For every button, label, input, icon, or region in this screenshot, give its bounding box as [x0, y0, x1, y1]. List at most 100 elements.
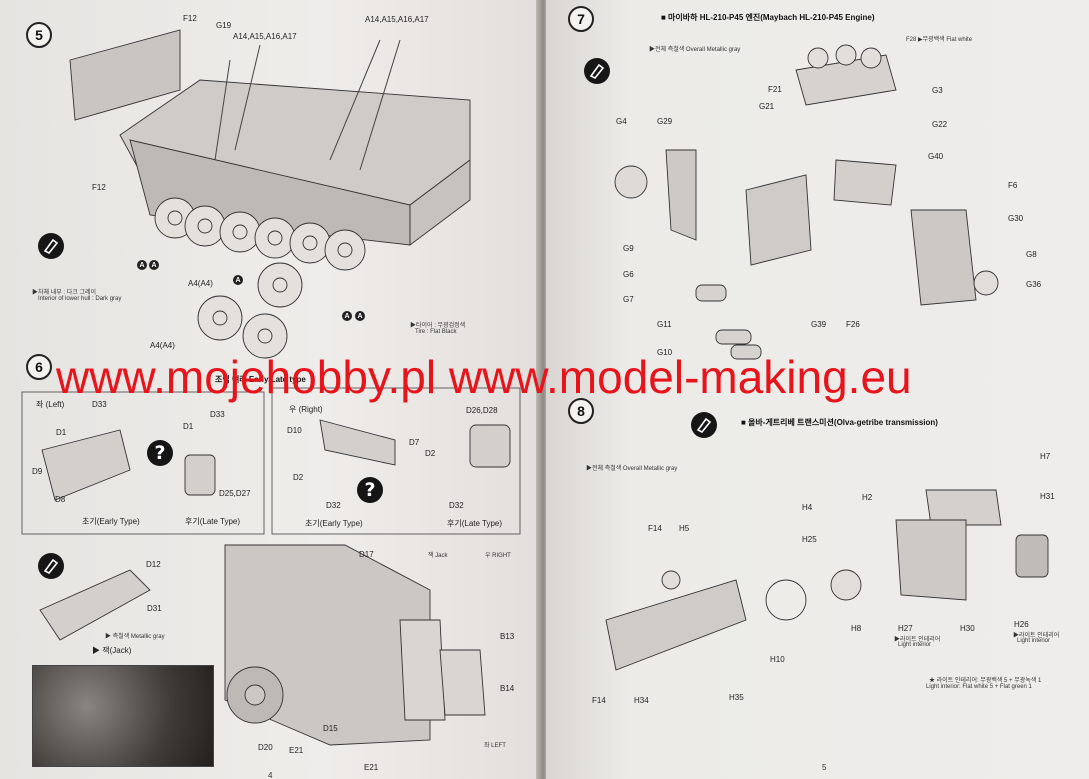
step-6-number: 6 — [26, 354, 52, 380]
label-d2: D2 — [293, 473, 304, 482]
label-d32: D32 — [326, 501, 341, 510]
label-g21: G21 — [759, 102, 775, 111]
label-d7: D7 — [409, 438, 420, 447]
part-a-mark: A — [137, 260, 147, 270]
paint-icon — [38, 553, 64, 579]
right-page-number: 5 — [822, 763, 827, 772]
label-d32-late: D32 — [449, 501, 464, 510]
label-left: 좌 LEFT — [484, 743, 506, 749]
left-page-drawings — [21, 29, 521, 746]
label-f12-side: F12 — [92, 183, 106, 192]
step-8-number: 8 — [568, 398, 594, 424]
left-page: 5 F12 G19 A14,A15,A16,A17 A14,A15,A16,A1… — [0, 0, 540, 779]
label-g6: G6 — [623, 270, 634, 279]
paint-icon — [691, 412, 717, 438]
left-box-side: 좌 (Left) — [36, 400, 65, 409]
label-g9: G9 — [623, 244, 634, 253]
label-d12: D12 — [146, 560, 161, 569]
label-d2-late: D2 — [425, 449, 436, 458]
label-h8: H8 — [851, 624, 862, 633]
left-box-early: 초기(Early Type) — [82, 517, 140, 526]
tire-note-ko: ▶타이어 : 무광검정색 — [410, 323, 466, 329]
label-d1-late: D1 — [183, 422, 194, 431]
label-b14: B14 — [500, 684, 515, 693]
part-a-mark: A — [342, 311, 352, 321]
paint-note-ko: ▶차체 내부 : 다크 그레이 — [32, 290, 97, 296]
label-b13: B13 — [500, 632, 515, 641]
label-e21: E21 — [289, 746, 304, 755]
paint-note-en: Interior of lower hull : Dark gray — [38, 296, 122, 302]
step-8-note: ▶전체 측철색 Overall Metallic gray — [586, 466, 678, 472]
label-f12-top: F12 — [183, 14, 197, 23]
right-page: 7 ■ 마이바하 HL-210-P45 엔진(Maybach HL-210-P4… — [546, 0, 1089, 779]
label-g36: G36 — [1026, 280, 1042, 289]
label-d25-d27: D25,D27 — [219, 489, 251, 498]
step-7-title: ■ 마이바하 HL-210-P45 엔진(Maybach HL-210-P45 … — [661, 13, 875, 22]
label-g30: G30 — [1008, 214, 1024, 223]
label-f14-bottom: F14 — [592, 696, 606, 705]
label-g22: G22 — [932, 120, 948, 129]
label-h27: H27 — [898, 624, 913, 633]
label-g10: G10 — [657, 348, 673, 357]
part-a-mark: A — [233, 275, 243, 285]
h26-note-en: Light interior — [1017, 638, 1051, 644]
label-g29: G29 — [657, 117, 673, 126]
label-d33-late: D33 — [210, 410, 225, 419]
label-g7: G7 — [623, 295, 634, 304]
left-page-number: 4 — [268, 771, 273, 779]
paint-icon — [584, 58, 610, 84]
right-page-drawings — [605, 44, 1049, 671]
mix-note-en: Light interior: Flat white 5 + Flat gree… — [926, 684, 1032, 690]
label-h30: H30 — [960, 624, 975, 633]
label-h10: H10 — [770, 655, 785, 664]
label-g8: G8 — [1026, 250, 1037, 259]
reference-photo — [32, 665, 214, 767]
mix-note-ko: ★ 라이트 인테리어: 무광백색 5 + 무광녹색 1 — [929, 678, 1042, 684]
label-g39: G39 — [811, 320, 827, 329]
question-icon: ? — [357, 477, 383, 503]
label-f26: F26 — [846, 320, 860, 329]
label-d1: D1 — [56, 428, 67, 437]
label-g3: G3 — [932, 86, 943, 95]
label-h5: H5 — [679, 524, 690, 533]
label-a14-group-1: A14,A15,A16,A17 — [233, 32, 297, 41]
label-jack: 잭 Jack — [428, 553, 448, 559]
label-d20: D20 — [258, 743, 273, 752]
label-d17: D17 — [359, 550, 374, 559]
right-box-late: 후기(Late Type) — [447, 519, 503, 528]
label-h26: H26 — [1014, 620, 1029, 629]
label-g4: G4 — [616, 117, 627, 126]
h27-note-en: Light interior — [898, 642, 932, 648]
label-d26-d28: D26,D28 — [466, 406, 498, 415]
label-d31: D31 — [147, 604, 162, 613]
label-h25: H25 — [802, 535, 817, 544]
label-a4-2: A4(A4) — [150, 341, 175, 350]
step-8-title: ■ 올바-게트리베 트랜스미션(Olva-getribe transmissio… — [741, 418, 938, 427]
label-h2: H2 — [862, 493, 873, 502]
label-f6: F6 — [1008, 181, 1018, 190]
part-a-mark: A — [149, 260, 159, 270]
left-box-late: 후기(Late Type) — [185, 517, 241, 526]
right-box-early: 초기(Early Type) — [305, 519, 363, 528]
paint-icon — [38, 233, 64, 259]
label-g19: G19 — [216, 21, 232, 30]
jack-note: ▶ 측철색 Metallic gray — [105, 634, 165, 640]
label-d15: D15 — [323, 724, 338, 733]
label-f21-top: F21 — [768, 85, 782, 94]
h27-note-ko: ▶라이트 인테리어 — [894, 637, 941, 643]
label-h34: H34 — [634, 696, 649, 705]
jack-title: ▶ 잭(Jack) — [92, 646, 132, 655]
tire-note-en: Tire : Flat Black — [415, 329, 457, 335]
label-d33: D33 — [92, 400, 107, 409]
step-5-number: 5 — [26, 22, 52, 48]
watermark-text: www.mojehobby.pl www.model-making.eu — [56, 351, 912, 403]
question-icon: ? — [147, 440, 173, 466]
label-h31: H31 — [1040, 492, 1055, 501]
label-a14-group-2: A14,A15,A16,A17 — [365, 15, 429, 24]
part-a-mark: A — [355, 311, 365, 321]
label-d8: D8 — [55, 495, 66, 504]
label-h7: H7 — [1040, 452, 1051, 461]
label-h35: H35 — [729, 693, 744, 702]
h26-note-ko: ▶라이트 인테리어 — [1013, 633, 1060, 639]
